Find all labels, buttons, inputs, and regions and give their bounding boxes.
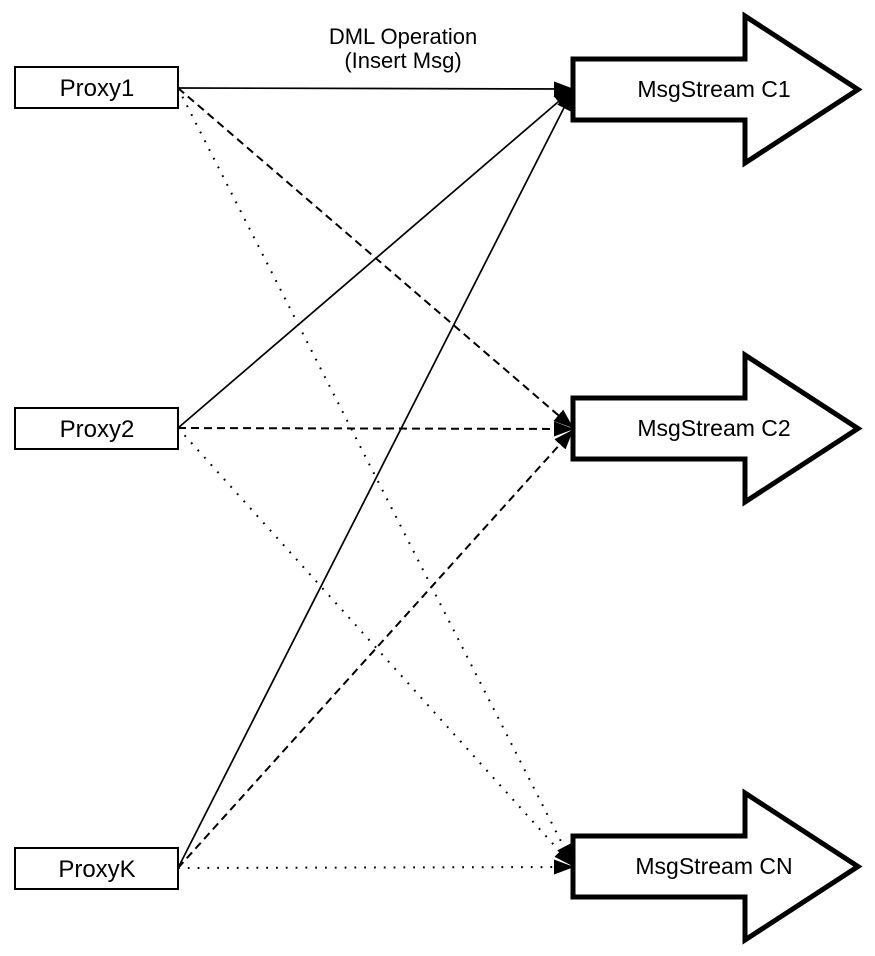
- line-proxy1-to-c2: [177, 87, 574, 429]
- msgstream-nodes: MsgStream C1 MsgStream C2 MsgStream CN: [573, 16, 858, 940]
- msgstream-c1-label: MsgStream C1: [637, 76, 790, 102]
- proxy1-node: Proxy1: [14, 66, 179, 109]
- msgstream-c2-node: MsgStream C2: [573, 355, 858, 502]
- line-proxy2-to-c1: [177, 88, 574, 429]
- proxy-nodes: Proxy1 Proxy2 ProxyK: [14, 66, 179, 890]
- line-proxy2-to-c2: [177, 421, 574, 437]
- msgstream-cn-node: MsgStream CN: [573, 793, 858, 940]
- line-proxy1-to-cn: [177, 87, 573, 865]
- proxyk-node: ProxyK: [14, 847, 179, 890]
- proxy2-label: Proxy2: [60, 416, 135, 443]
- proxyk-label: ProxyK: [58, 856, 135, 883]
- diagram-title: DML Operation (Insert Msg): [329, 24, 477, 73]
- proxy2-node: Proxy2: [14, 407, 179, 450]
- msgstream-c1-node: MsgStream C1: [573, 16, 858, 163]
- proxy1-label: Proxy1: [60, 75, 135, 102]
- msgstream-c2-label: MsgStream C2: [637, 415, 790, 441]
- line-proxyk-to-cn: [177, 859, 574, 875]
- line-proxyk-to-c1: [177, 90, 573, 869]
- line-proxyk-to-c2: [177, 429, 574, 869]
- connector-lines: [177, 81, 574, 875]
- msgstream-cn-label: MsgStream CN: [635, 853, 792, 879]
- line-proxy2-to-cn: [177, 427, 574, 867]
- proxyk-box: [14, 847, 179, 890]
- proxy2-box: [14, 407, 179, 450]
- line-proxy1-to-c1: [177, 81, 574, 97]
- title-line2: (Insert Msg): [344, 48, 461, 73]
- proxy1-box: [14, 66, 179, 109]
- title-line1: DML Operation: [329, 24, 477, 49]
